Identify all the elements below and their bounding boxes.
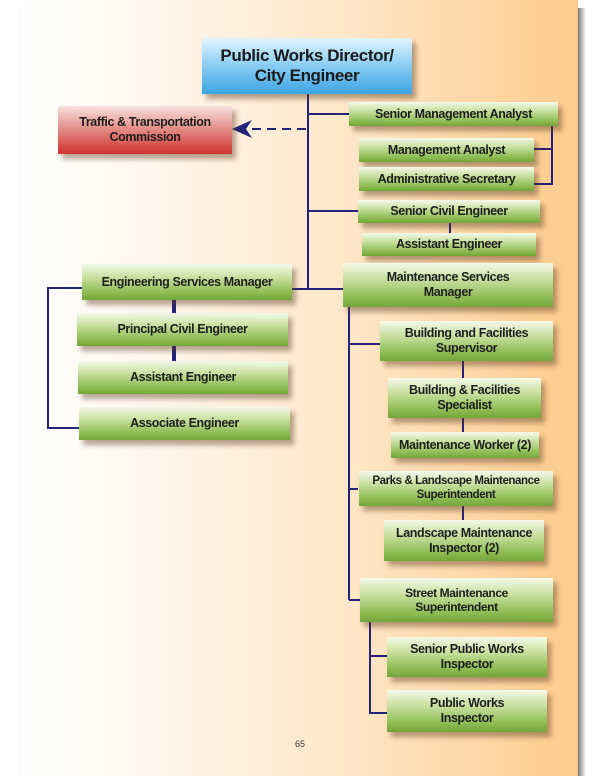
node-bldg-fac-supervisor: Building and Facilities Supervisor: [380, 321, 553, 361]
node-sr-pw-inspector: Senior Public Works Inspector: [387, 637, 547, 677]
node-label: Senior Management Analyst: [375, 106, 532, 121]
page-number: 65: [295, 739, 306, 749]
node-asst-eng-1: Assistant Engineer: [362, 233, 536, 256]
node-associate-eng: Associate Engineer: [79, 407, 290, 440]
node-eng-services-mgr: Engineering Services Manager: [82, 264, 292, 300]
node-maint-worker: Maintenance Worker (2): [391, 432, 539, 458]
page-shadow: [578, 8, 586, 776]
node-parks-supt: Parks & Landscape Maintenance Superinten…: [359, 471, 553, 506]
node-label: Principal Civil Engineer: [117, 322, 248, 336]
node-label: Traffic & Transportation: [79, 115, 211, 129]
node-label: Management Analyst: [387, 142, 506, 157]
node-landscape-inspector: Landscape Maintenance Inspector (2): [384, 520, 544, 561]
node-maint-services-mgr: Maintenance Services Manager: [343, 263, 553, 307]
node-label: Specialist: [437, 398, 492, 412]
node-label: Street Maintenance: [405, 585, 508, 600]
node-label: Assistant Engineer: [395, 237, 503, 251]
node-label: Maintenance Services: [386, 270, 510, 284]
node-label: Public Works: [429, 696, 505, 710]
node-pw-inspector: Public Works Inspector: [387, 690, 547, 732]
node-label: Public Works Director/: [220, 45, 394, 65]
node-label: Superintendent: [416, 488, 496, 501]
node-label: Administrative Secretary: [377, 171, 516, 186]
node-label: Inspector: [440, 657, 494, 671]
node-label: Associate Engineer: [130, 416, 239, 430]
node-principal-civil-eng: Principal Civil Engineer: [77, 313, 288, 346]
node-label: Superintendent: [415, 600, 498, 614]
node-sr-mgmt-analyst: Senior Management Analyst: [349, 102, 558, 126]
node-label: Commission: [109, 130, 181, 144]
node-label: Inspector: [440, 711, 494, 725]
node-sr-civil-eng: Senior Civil Engineer: [358, 200, 540, 223]
node-label: Engineering Services Manager: [101, 274, 273, 289]
node-label: Landscape Maintenance: [395, 525, 533, 540]
node-label: Maintenance Worker (2): [399, 437, 531, 452]
node-label: Parks & Landscape Maintenance: [372, 474, 540, 487]
node-admin-secretary: Administrative Secretary: [359, 167, 534, 191]
node-traffic-commission: Traffic & Transportation Commission: [58, 106, 232, 154]
node-mgmt-analyst: Management Analyst: [359, 138, 534, 162]
node-director: Public Works Director/ City Engineer: [202, 38, 412, 94]
node-label: Supervisor: [435, 341, 498, 355]
node-label: City Engineer: [254, 66, 360, 85]
node-asst-eng-2: Assistant Engineer: [78, 361, 288, 394]
node-label: Inspector (2): [429, 540, 499, 555]
page-left-edge: [18, 8, 21, 776]
node-street-supt: Street Maintenance Superintendent: [360, 578, 553, 622]
node-label: Senior Civil Engineer: [390, 204, 508, 218]
node-bldg-fac-specialist: Building & Facilities Specialist: [388, 378, 541, 418]
node-label: Building & Facilities: [408, 383, 521, 397]
node-label: Senior Public Works: [410, 642, 524, 656]
node-label: Assistant Engineer: [129, 370, 237, 384]
node-label: Manager: [423, 285, 473, 299]
node-label: Building and Facilities: [404, 326, 529, 340]
